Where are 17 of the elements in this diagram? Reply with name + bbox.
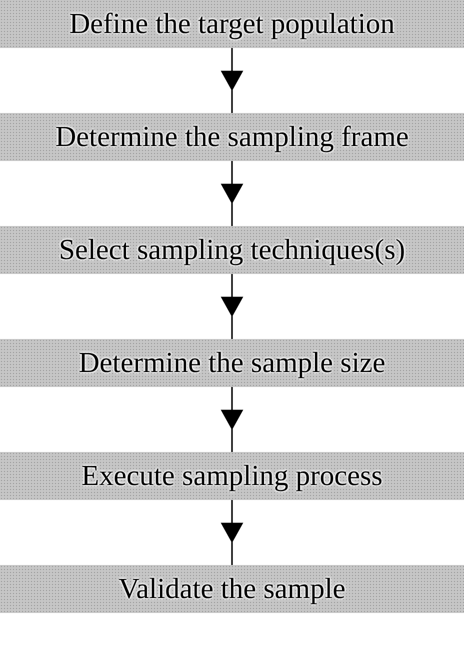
arrow (221, 47, 244, 114)
arrow (221, 499, 244, 566)
process-box (0, 565, 464, 613)
process-box (0, 226, 464, 274)
step-label: Validate the sample (118, 574, 346, 604)
arrow (221, 273, 244, 340)
process-box (0, 0, 464, 48)
step-label: Define the target population (69, 10, 395, 38)
step-label: Execute sampling process (81, 462, 383, 490)
process-box (0, 113, 464, 161)
process-box (0, 339, 464, 387)
process-box (0, 452, 464, 500)
step-label: Select sampling techniques(s) (58, 236, 406, 264)
step-label: Determine the sample size (78, 348, 386, 378)
arrow (221, 160, 244, 227)
step-label: Determine the sampling frame (55, 122, 409, 152)
arrow (221, 386, 244, 453)
